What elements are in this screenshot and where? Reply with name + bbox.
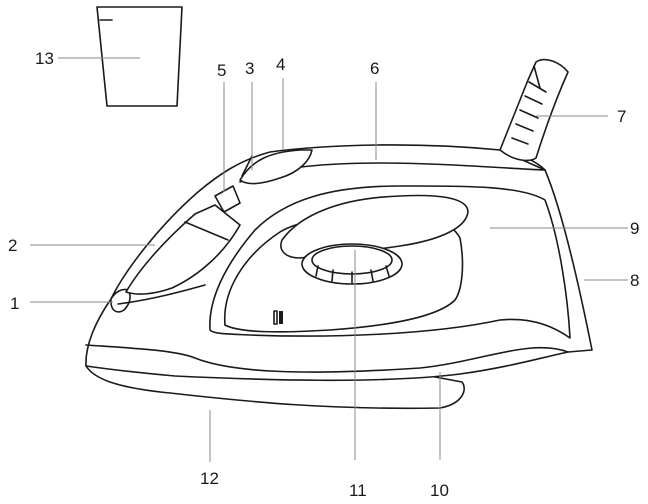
dial-surround	[280, 194, 469, 259]
indicator-light	[273, 310, 283, 325]
callout-3: 3	[245, 59, 254, 78]
callout-6: 6	[370, 59, 379, 78]
callout-7: 7	[617, 107, 626, 126]
callout-12: 12	[200, 469, 219, 488]
temperature-dial[interactable]	[301, 243, 403, 285]
callout-5: 5	[217, 61, 226, 80]
callout-labels: 13 1 2 5 3 4 6 7 9 8 10 11 12	[8, 49, 639, 500]
callout-10: 10	[430, 481, 449, 500]
callout-9: 9	[630, 219, 639, 238]
callout-11: 11	[349, 481, 367, 500]
callout-13: 13	[35, 49, 54, 68]
leader-lines	[30, 57, 628, 462]
spray-button[interactable]	[214, 185, 241, 213]
measuring-cup	[96, 6, 183, 107]
water-tank-window	[209, 185, 571, 339]
callout-1: 1	[10, 294, 19, 313]
spray-area	[125, 204, 241, 295]
callout-4: 4	[276, 55, 285, 74]
cord-sleeve	[499, 58, 569, 162]
callout-8: 8	[630, 271, 639, 290]
inner-panel	[224, 214, 464, 333]
burst-steam-button[interactable]	[239, 149, 313, 185]
callout-2: 2	[8, 236, 17, 255]
front-nozzle	[110, 284, 206, 313]
